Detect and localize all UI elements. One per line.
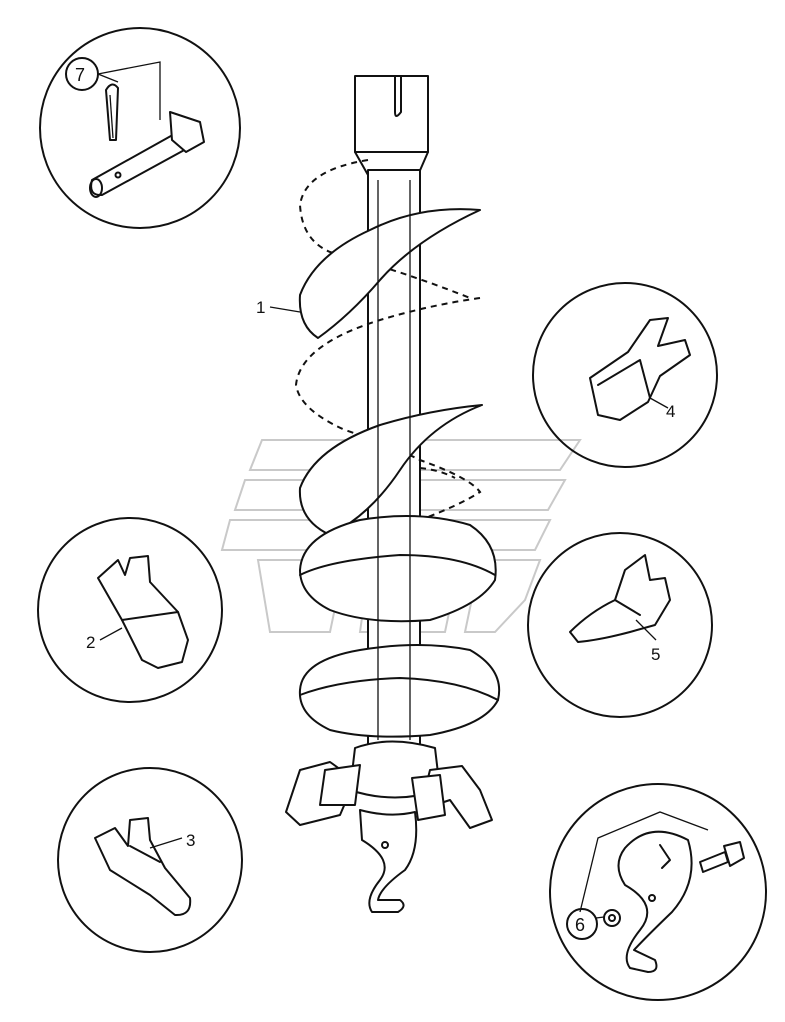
tooth-5 bbox=[569, 554, 671, 643]
detail-circle-pilot-bit: 6 bbox=[549, 783, 767, 1001]
tooth-4 bbox=[589, 317, 691, 421]
cutting-tooth-mid bbox=[319, 764, 361, 806]
callout-3: 3 bbox=[186, 831, 195, 850]
cotter-pin bbox=[105, 83, 119, 141]
callout-1: 1 bbox=[256, 298, 265, 317]
callout-6: 6 bbox=[575, 915, 585, 935]
callout-4: 4 bbox=[666, 402, 675, 421]
bolt-head bbox=[723, 841, 745, 867]
detail-circle-tooth-5: 5 bbox=[527, 532, 713, 718]
pilot-bit bbox=[359, 809, 418, 913]
nut bbox=[603, 909, 621, 927]
shaft-slot bbox=[394, 75, 402, 117]
auger-flight-4 bbox=[298, 644, 501, 738]
pilot-bit-hole bbox=[381, 841, 389, 849]
hidden-flight-1 bbox=[298, 159, 471, 299]
auger-flight-1 bbox=[298, 208, 481, 339]
detail-circle-pin: 7 bbox=[39, 27, 241, 229]
bolt bbox=[699, 851, 729, 873]
tooth-3 bbox=[94, 817, 192, 917]
callout-5: 5 bbox=[651, 645, 660, 664]
callout-6-circle bbox=[566, 908, 598, 940]
auger-assembly bbox=[285, 75, 501, 913]
clevis-pin-head bbox=[169, 111, 205, 153]
detail-circle-tooth-4: 4 bbox=[532, 282, 718, 468]
callout-7: 7 bbox=[75, 65, 85, 85]
callout-2: 2 bbox=[86, 633, 95, 652]
auger-flight-3 bbox=[299, 515, 497, 623]
detail-circle-tooth-3: 3 bbox=[57, 767, 243, 953]
detail-circle-tooth-2: 2 bbox=[37, 517, 223, 703]
pilot-bit-detail bbox=[617, 830, 693, 973]
